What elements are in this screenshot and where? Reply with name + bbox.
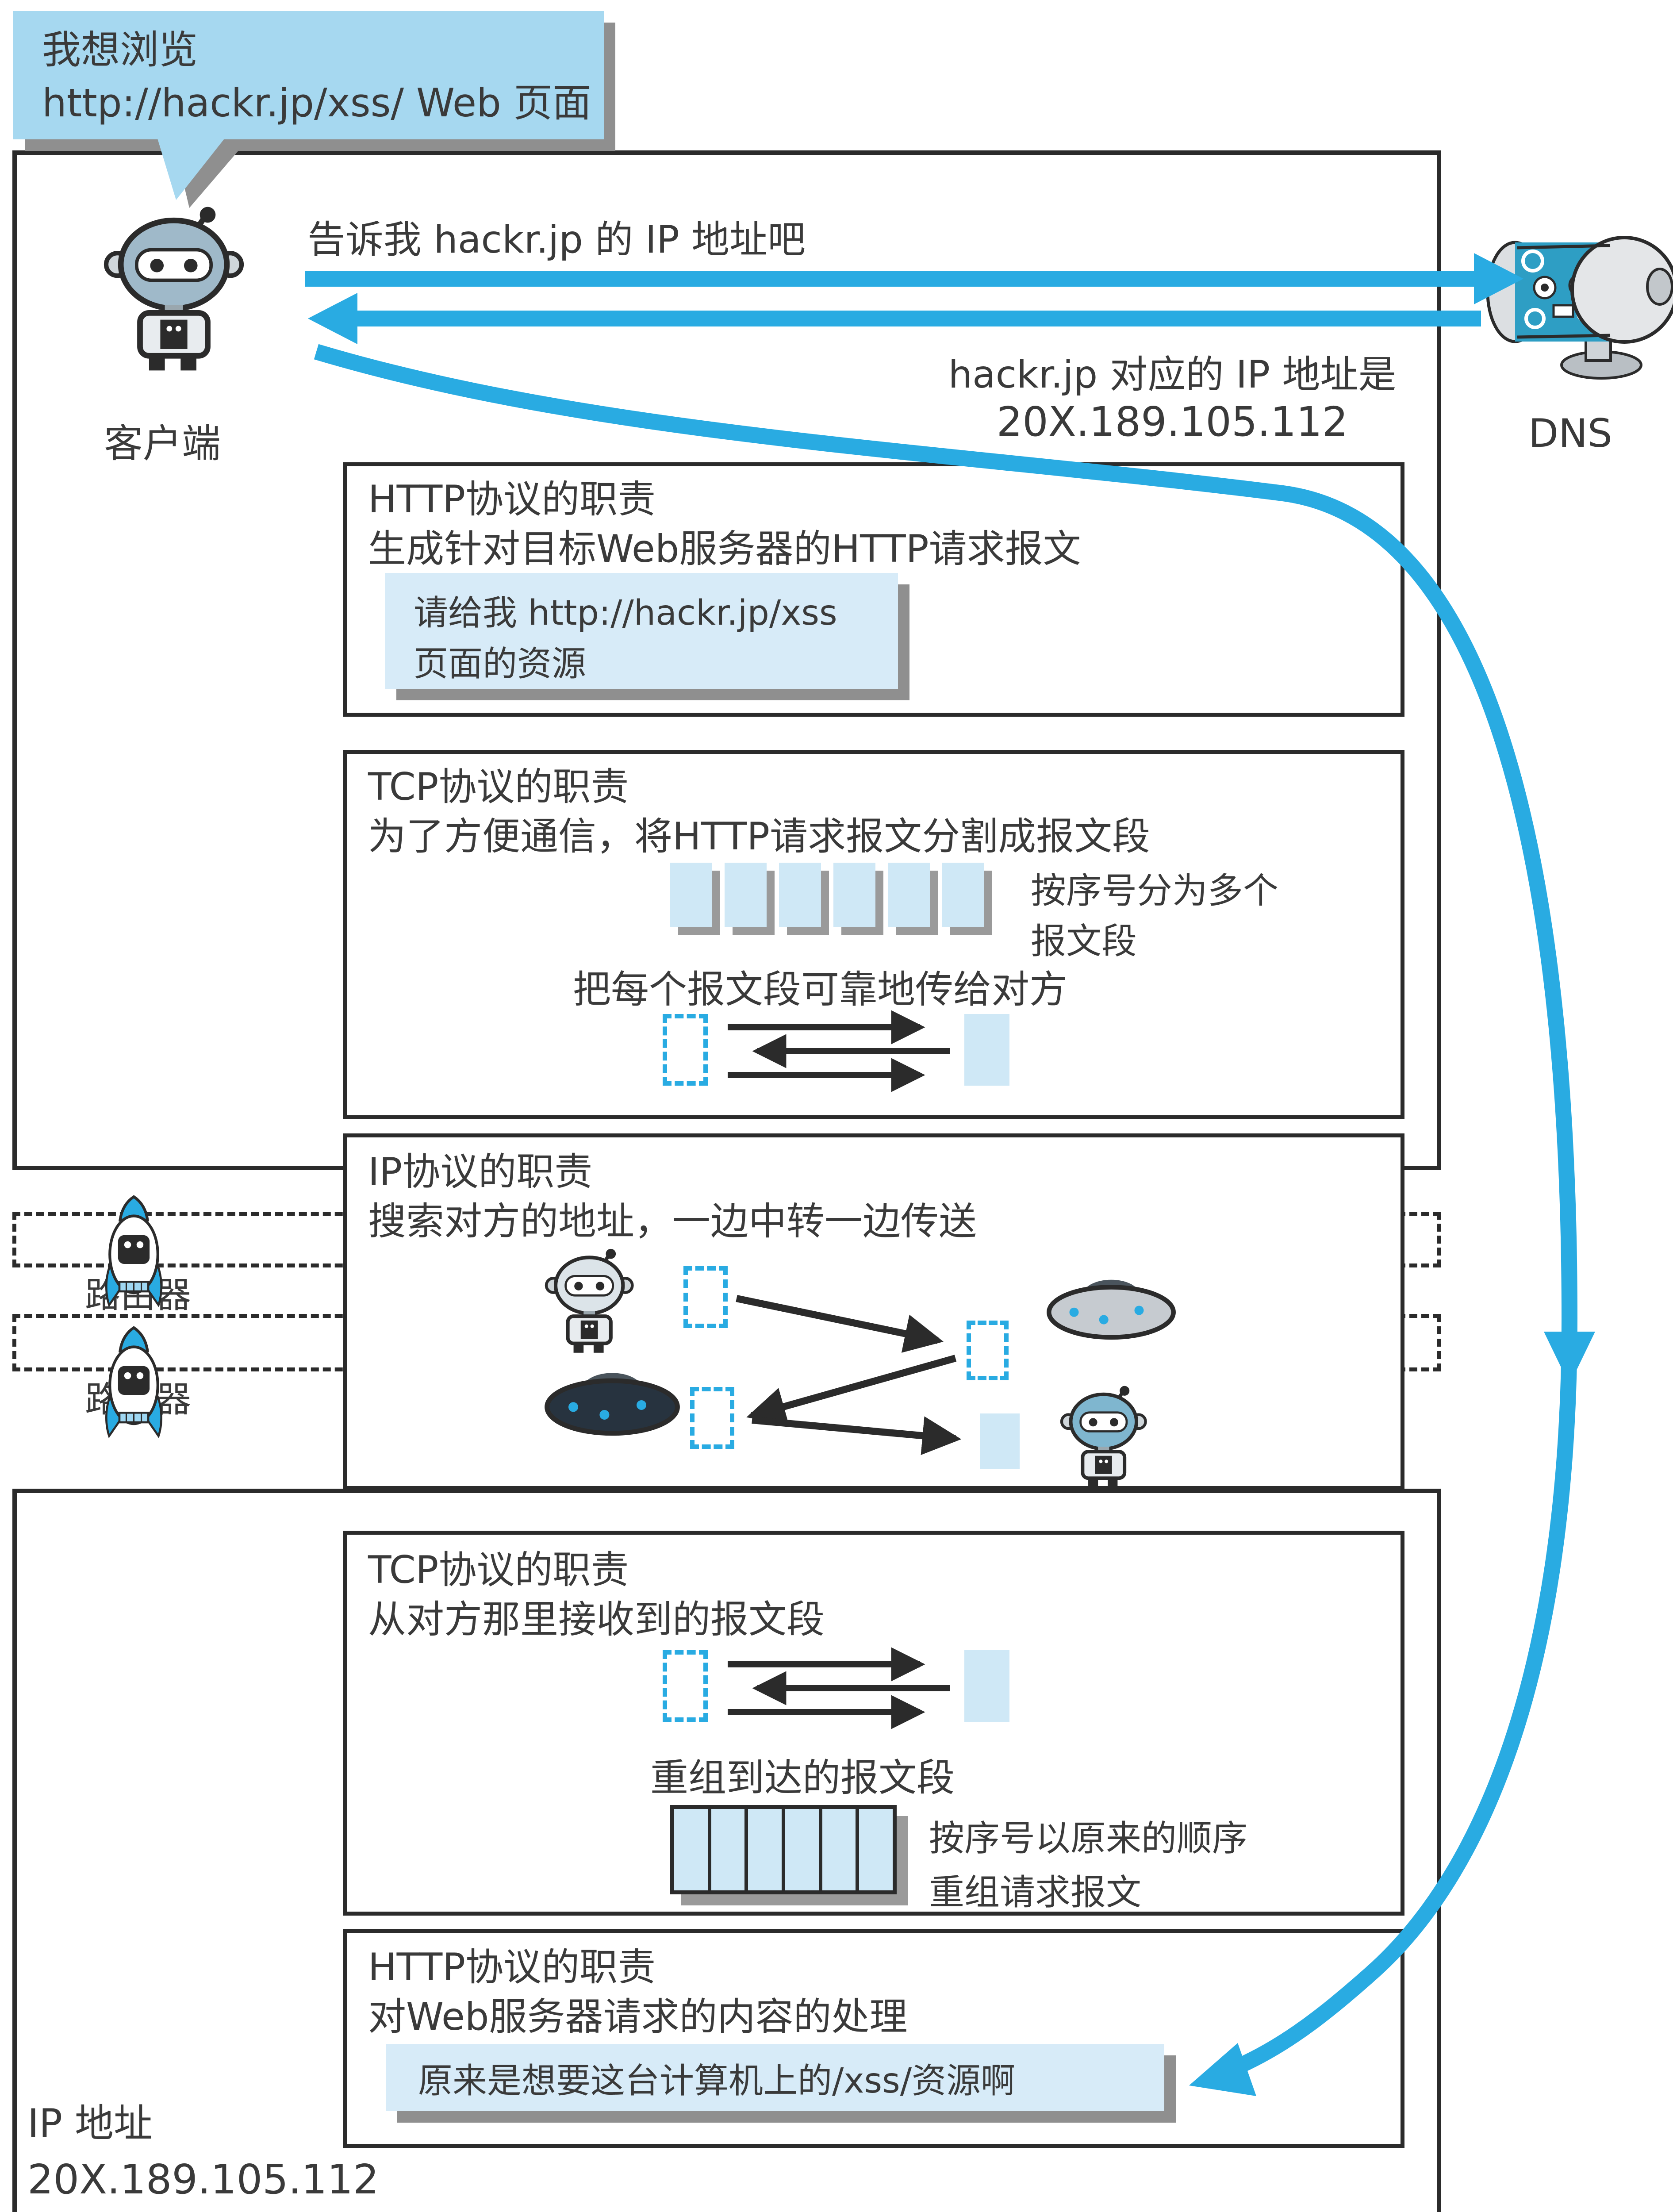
segment-cell [711, 1809, 748, 1890]
packet-in-transit [967, 1321, 1009, 1380]
client-wish-line2: http://hackr.jp/xss/ Web 页面 [42, 80, 591, 126]
packet-segment [833, 863, 875, 927]
packet-in-transit [690, 1387, 734, 1449]
tcp-client-note1-line2: 报文段 [1031, 921, 1137, 962]
http-server-desc: 对Web服务器请求的内容的处理 [368, 1995, 908, 2039]
segment-cell [822, 1809, 860, 1890]
packet-segment-incoming [663, 1650, 708, 1722]
dns-response-line2: 20X.189.105.112 [996, 398, 1348, 445]
tcp-server-title: TCP协议的职责 [368, 1548, 629, 1592]
dns-server-icon [1486, 236, 1673, 380]
packet-segment [670, 863, 712, 927]
segment-cell [748, 1809, 786, 1890]
client-label: 客户端 [104, 421, 221, 466]
dns-request-text: 告诉我 hackr.jp 的 IP 地址吧 [307, 218, 806, 262]
client-wish-line1: 我想浏览 [42, 27, 198, 73]
tcp-server-desc: 从对方那里接收到的报文段 [368, 1598, 825, 1642]
tcp-client-title: TCP协议的职责 [368, 765, 629, 809]
ip-desc: 搜索对方的地址，一边中转一边传送 [368, 1199, 977, 1244]
segment-cell [785, 1809, 822, 1890]
tcp-client-desc: 为了方便通信，将HTTP请求报文分割成报文段 [368, 814, 1151, 859]
tcp-server-note1: 重组到达的报文段 [650, 1756, 955, 1800]
reassembled-message-block [670, 1805, 897, 1894]
packet-in-transit [683, 1266, 728, 1328]
packet-segment [942, 863, 984, 927]
tcp-server-note2-line2: 重组请求报文 [929, 1872, 1141, 1913]
tcp-server-note2-line1: 按序号以原来的顺序 [929, 1818, 1247, 1859]
packet-segment [725, 863, 767, 927]
packet-segment-outgoing [663, 1014, 708, 1086]
packet-delivered [980, 1413, 1020, 1469]
ip-title: IP协议的职责 [368, 1150, 593, 1194]
client-wish-bubble [13, 11, 604, 139]
segment-cell [674, 1809, 711, 1890]
packet-segment [888, 863, 930, 927]
packet-segment-stored [964, 1650, 1009, 1722]
http-client-title: HTTP协议的职责 [368, 477, 656, 522]
http-server-bubble-text: 原来是想要这台计算机上的/xss/资源啊 [418, 2061, 1015, 2101]
segment-cell [859, 1809, 893, 1890]
http-request-bubble-line1: 请给我 http://hackr.jp/xss [414, 593, 837, 633]
packet-segment [779, 863, 821, 927]
server-ip-caption-line1: IP 地址 [27, 2101, 153, 2146]
router1-label: 路由器 [85, 1275, 191, 1316]
http-server-title: HTTP协议的职责 [368, 1945, 656, 1989]
tcp-client-note1-line1: 按序号分为多个 [1031, 870, 1278, 911]
tcp-client-note2: 把每个报文段可靠地传给对方 [573, 968, 1067, 1012]
http-request-bubble-line2: 页面的资源 [414, 644, 587, 684]
dns-response-line1: hackr.jp 对应的 IP 地址是 [948, 353, 1397, 397]
http-client-desc: 生成针对目标Web服务器的HTTP请求报文 [368, 527, 1081, 571]
server-ip-caption-line2: 20X.189.105.112 [27, 2156, 379, 2203]
router2-label: 路由器 [85, 1379, 191, 1420]
dns-label: DNS [1528, 411, 1612, 456]
packet-segment-received [964, 1014, 1009, 1086]
request-flow-curve-mid-arrowhead [1544, 1332, 1595, 1385]
